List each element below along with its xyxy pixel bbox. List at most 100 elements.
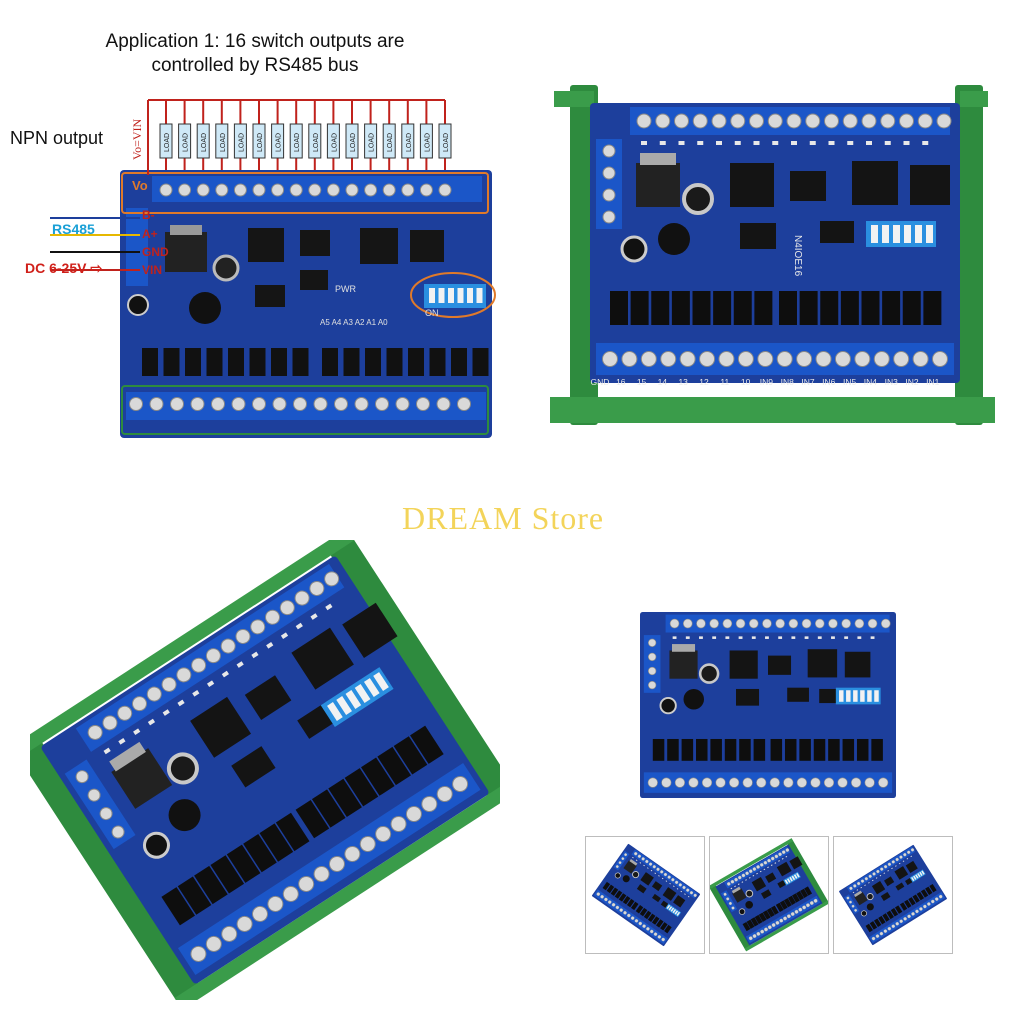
terminal-screw — [893, 351, 910, 367]
output-transistor — [713, 291, 732, 325]
load-resistor — [178, 123, 192, 159]
output-transistor — [651, 291, 670, 325]
terminal-screw — [416, 397, 430, 411]
terminal-label: IN9 — [760, 377, 774, 387]
dip-key — [476, 288, 483, 303]
load-label: LOAD — [201, 133, 208, 152]
terminal-screw — [289, 183, 303, 197]
load-label: LOAD — [238, 133, 245, 152]
ic-chip — [852, 161, 898, 205]
terminal-screw — [395, 397, 410, 411]
thumbnail-2[interactable] — [709, 836, 829, 954]
terminal-screw — [861, 113, 877, 129]
ic-chip — [360, 228, 398, 264]
load-resistor — [419, 123, 433, 159]
capacitor-small — [620, 235, 648, 263]
load-resistor — [159, 123, 173, 159]
pin-vin-label: VIN — [142, 263, 162, 277]
load-label: LOAD — [276, 133, 283, 152]
terminal-label: IN7 — [801, 377, 815, 387]
led — [903, 141, 910, 145]
ic-chip — [248, 228, 284, 262]
output-transistor — [472, 348, 489, 376]
output-transistor — [386, 348, 403, 376]
output-transistor — [429, 348, 446, 376]
ic-chip — [820, 221, 854, 243]
thumbnail-3[interactable] — [833, 836, 953, 954]
terminal-label: IN1 — [926, 377, 940, 387]
led — [866, 141, 872, 145]
terminal-screw — [233, 183, 247, 197]
output-transistor — [292, 348, 309, 376]
output-transistor — [206, 348, 223, 376]
din-rail-bottom — [550, 397, 995, 423]
ic-chip — [910, 165, 950, 205]
terminal-label: IN4 — [864, 377, 878, 387]
terminal-screw — [170, 397, 184, 411]
rs485-label: RS485 — [52, 221, 95, 237]
terminal-screw — [936, 113, 952, 129]
terminal-screw — [375, 397, 389, 411]
dc-voltage-label: DC 6-25V ⇨ — [25, 260, 102, 277]
ic-chip — [410, 230, 444, 262]
output-transistor — [343, 348, 360, 376]
output-transistor — [799, 291, 818, 325]
terminal-label: 15 — [637, 377, 647, 387]
terminal-screw — [786, 113, 802, 129]
terminal-screw — [932, 351, 948, 367]
load-resistor — [345, 123, 359, 159]
capacitor — [682, 183, 714, 215]
load-label: LOAD — [443, 133, 450, 152]
led — [828, 141, 835, 145]
terminal-screw — [737, 351, 754, 367]
load-resistor — [364, 123, 378, 159]
terminal-screw — [602, 166, 616, 180]
terminal-label: IN5 — [843, 377, 857, 387]
load-label: LOAD — [387, 133, 394, 152]
led — [697, 141, 704, 145]
inductor — [189, 292, 221, 324]
terminal-screw — [842, 113, 858, 129]
rail-clip — [960, 91, 988, 107]
terminal-screw — [636, 113, 652, 129]
terminal-screw — [692, 113, 708, 129]
load-label: LOAD — [313, 133, 320, 152]
terminal-screw — [334, 397, 348, 411]
dc-voltage-text: DC 6-25V — [25, 260, 87, 276]
caption-line-1: Application 1: 16 switch outputs are — [105, 31, 405, 52]
terminal-screw — [834, 351, 851, 367]
terminal-label: 12 — [699, 377, 709, 387]
dip-key — [438, 288, 445, 303]
output-transistor — [923, 291, 942, 325]
terminal-screw — [854, 351, 871, 367]
regulator-tab — [170, 225, 202, 235]
terminal-screw — [749, 113, 764, 129]
terminal-screw — [899, 113, 914, 129]
terminal-screw — [602, 144, 616, 158]
terminal-screw — [196, 183, 210, 197]
thumbnail-1[interactable] — [585, 836, 705, 954]
dip-key — [915, 225, 922, 243]
rail-clip — [554, 91, 594, 107]
output-transistor — [228, 348, 244, 376]
terminal-screw — [159, 183, 173, 197]
terminal-screw — [252, 183, 266, 197]
dip-highlight — [410, 272, 496, 318]
terminal-screw — [211, 397, 225, 411]
board-plain-instance — [640, 612, 896, 798]
dip-key — [882, 225, 889, 243]
terminal-screw — [457, 397, 471, 411]
terminal-label: IN6 — [822, 377, 836, 387]
terminal-screw — [796, 351, 813, 367]
address-labels: A5 A4 A3 A2 A1 A0 — [320, 318, 388, 327]
terminal-screw — [805, 113, 821, 129]
terminal-label: 16 — [616, 377, 626, 387]
terminal-screw — [272, 397, 287, 411]
ic-chip — [740, 223, 776, 249]
load-label: LOAD — [350, 133, 357, 152]
terminal-screw — [718, 351, 735, 367]
din-rail-right — [955, 85, 983, 425]
